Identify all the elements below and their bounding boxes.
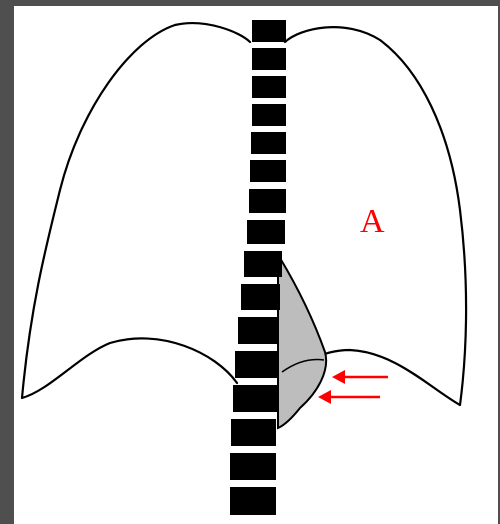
vertebra: [233, 385, 277, 412]
vertebra: [252, 76, 286, 98]
figure-panel: A: [14, 6, 498, 524]
chest-diagram: A: [14, 6, 498, 524]
vertebra: [244, 251, 282, 277]
vertebra: [235, 351, 277, 378]
vertebral-column: [230, 20, 286, 515]
vertebra: [231, 419, 276, 446]
vertebra: [252, 48, 286, 70]
vertebra: [250, 160, 286, 182]
vertebra: [251, 132, 286, 154]
vertebra: [230, 453, 276, 480]
vertebra: [249, 189, 286, 213]
right-lung-outline: [22, 23, 250, 398]
figure-label-a: A: [360, 203, 385, 240]
vertebra: [252, 20, 286, 42]
mediastinal-mass: [278, 258, 326, 428]
vertebra: [238, 317, 278, 344]
vertebra: [230, 487, 276, 515]
arrow-lower: [318, 390, 380, 404]
vertebra: [252, 104, 286, 126]
arrow-upper: [332, 370, 388, 384]
vertebra: [247, 220, 285, 244]
vertebra: [241, 284, 280, 310]
